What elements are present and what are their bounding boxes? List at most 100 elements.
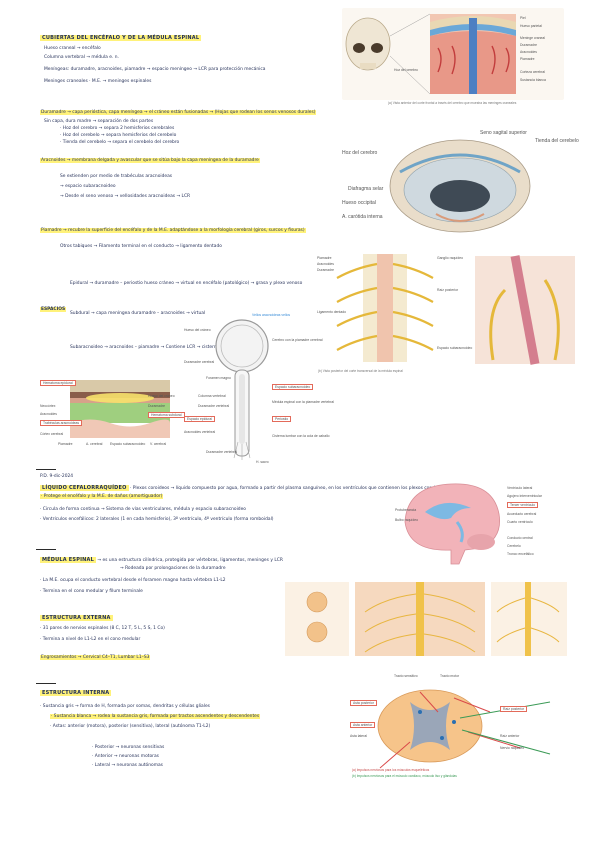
fig-label: Hueso parietal <box>520 24 542 28</box>
note-line: · La M.E. ocupa el conducto vertebral de… <box>40 578 226 583</box>
note-line: · Tienda del cerebelo → separa el cerebe… <box>60 140 180 145</box>
fig-label: Neocórtex <box>40 404 56 408</box>
fig-label: Córtex cerebral <box>40 432 64 436</box>
note-line: → Desde el seno venoso → vellosidades ar… <box>60 194 191 199</box>
note-line: · Anterior → neuronas motoras <box>92 754 159 759</box>
fig-label: Aracnoides <box>520 50 537 54</box>
note-line: · Circula de forma continua → Sistema de… <box>40 507 246 512</box>
fig-label: Agujero interventricular <box>507 494 542 498</box>
note-line: → Rodeada por prolongaciones de la duram… <box>120 566 226 571</box>
brain-illustration <box>404 483 500 565</box>
note-line: → espacio subaracnoideo <box>60 184 116 189</box>
fig-label: H. sacro <box>256 460 269 464</box>
fig-label-boxed: Hematoma subdural <box>148 412 185 418</box>
fig-label: V. cerebral <box>150 442 167 446</box>
fig-label: A. cerebral <box>86 442 103 446</box>
section-title-cubiertas: CUBIERTAS DEL ENCÉFALO Y DE LA MÉDULA ES… <box>40 35 202 41</box>
fig-label: Tracto motor <box>440 674 460 678</box>
note-line: Meninges craneales · M.E. → meninges esp… <box>44 79 152 84</box>
note-line: · Hoz del cerebro → separa 2 hemisferios… <box>60 126 175 131</box>
figure-dura-septa: Seno sagital superior Tienda del cerebel… <box>340 128 579 238</box>
note-line-highlight: Aracnoides → membrana delgada y avascula… <box>40 158 260 164</box>
fig-label: Meninge craneal <box>520 36 546 40</box>
note-line: · Posterior → neuronas sensitivas <box>92 745 165 750</box>
note-line-highlight: · Protege el encéfalo y la M.E. de daños… <box>40 494 164 500</box>
fig-label: Piamadre <box>317 256 332 260</box>
fig-label: Ventrículo lateral <box>507 486 533 490</box>
fig-label: Nervio raquídeo <box>500 746 525 750</box>
note-line: · Sustancia gris → forma de H, formada p… <box>40 704 210 709</box>
note-line: Hueso craneal → encéfalo <box>44 46 101 51</box>
note-line: · 31 pares de nervios espinales (8 C, 12… <box>40 626 165 631</box>
espacios-label: ESPACIOS <box>40 307 67 313</box>
fig-label: Aracnoides <box>317 262 334 266</box>
note-text: · Protege el encéfalo y la M.E. de daños… <box>40 494 164 499</box>
fig-label: Corteza cerebral <box>520 70 546 74</box>
figure-csf-sketch: Hueso del cráneo Cerebro con la piamadre… <box>180 312 334 472</box>
fig-label: Cerebelo <box>507 544 521 548</box>
fig-caption: (a) Impulsos nerviosos para los músculos… <box>352 768 430 772</box>
divider <box>36 469 56 470</box>
spinal-overview-illustration <box>285 582 567 656</box>
fig-label: Foramen magno <box>206 376 231 380</box>
divider <box>36 683 56 684</box>
fig-label: Cerebro con la piamadre cerebral <box>272 338 323 342</box>
fig-label: A. carótida interna <box>342 214 383 220</box>
csf-sketch-illustration <box>215 319 269 460</box>
section-title-externa: ESTRUCTURA EXTERNA <box>40 615 113 621</box>
section-title-interna: ESTRUCTURA INTERNA <box>40 690 112 696</box>
fig-label-boxed: Periostio <box>272 416 292 422</box>
note-text: Engrosamientos → Cervical C4–T1, Lumbar … <box>40 655 151 660</box>
fig-label: Conducto central <box>507 536 533 540</box>
fig-label: Duramadre cerebral <box>184 360 215 364</box>
fig-label: Piamadre <box>58 442 73 446</box>
liquido-title-line: LÍQUIDO CEFALORRAQUÍDEO · Plexos coroide… <box>40 485 445 492</box>
figure-brain-ventricles: Ventrículo lateral Agujero interventricu… <box>395 478 565 568</box>
note-line: Meníngeas: duramadre, aracnoides, piamad… <box>44 67 266 72</box>
fig-label-boxed: Hematoma epidural <box>40 380 76 386</box>
note-text: → es una estructura cilíndrica, protegid… <box>97 558 283 563</box>
note-line: · Lateral → neuronas autónomas <box>92 763 163 768</box>
note-text: ESPACIOS <box>40 307 67 312</box>
divider <box>36 549 56 550</box>
figure-spinal-meninges: Piamadre Aracnoides Duramadre Ganglio ra… <box>315 250 583 368</box>
fig-label: Duramadre vertebral <box>206 450 238 454</box>
medula-title-line: MÉDULA ESPINAL → es una estructura cilín… <box>40 557 283 564</box>
fig-label: Hueso occipital <box>342 200 376 206</box>
fig-label: Tracto sensitivo <box>394 674 418 678</box>
fig-label: Columna vertebral <box>198 394 226 398</box>
note-line-highlight: Piamadre → recubre la superficie del enc… <box>40 228 306 234</box>
fig-label-boxed: Raíz posterior <box>500 706 528 712</box>
figure-cord-cross-section: Tracto sensitivo Tracto motor Asta poste… <box>350 672 568 782</box>
fig-label: Médula espinal con la piamadre vertebral <box>272 400 335 404</box>
fig-label: Cisterna lumbar con la cola de caballo <box>272 434 330 438</box>
fig-label: Hueso del cráneo <box>184 328 211 332</box>
fig-label-boxed: Asta anterior <box>350 722 376 728</box>
fig-label: Duramadre <box>148 404 165 408</box>
note-line: · Termina en el cono medular y filum ter… <box>40 589 143 594</box>
meninges-illustration <box>345 13 516 95</box>
note-text: Piamadre → recubre la superficie del enc… <box>40 228 306 233</box>
fig-label: Raíz anterior <box>500 734 520 738</box>
note-text: · Sustancia blanca → rodea la sustancia … <box>50 714 261 719</box>
note-line: Sin capa, dura madre → separación de dos… <box>44 119 154 124</box>
fig-label: Asta lateral <box>350 734 367 738</box>
section-title-liquido: LÍQUIDO CEFALORRAQUÍDEO <box>40 485 129 491</box>
fig-label: Ligamento dentado <box>317 310 347 314</box>
note-text: · Plexos coroideos → líquido compuesto p… <box>129 486 446 491</box>
note-text: Duramadre → capa perióstica, capa meníng… <box>40 110 317 115</box>
externa-title-line: ESTRUCTURA EXTERNA <box>40 615 113 622</box>
sketch-hint: Vellos aracnoideas vellos <box>252 313 291 317</box>
fig-label: Aracnoides vertebral <box>184 430 216 434</box>
note-line: · Astas: anterior (motora), posterior (s… <box>50 724 211 729</box>
fig-label-boxed: Espacio epidural <box>184 416 216 422</box>
fig-label: Duramadre <box>317 268 334 272</box>
fig-label: Protuberancia <box>395 508 417 512</box>
fig-label: Seno sagital superior <box>480 130 527 136</box>
fig-label-boxed: Espacio subaracnoideo <box>272 384 314 390</box>
dura-illustration <box>389 139 531 233</box>
figure-meninges-frontal: Piel Hueso parietal Meninge craneal Dura… <box>342 8 564 100</box>
fig-label: Hoz del cerebro <box>342 150 378 156</box>
note-line-highlight: Duramadre → capa perióstica, capa meníng… <box>40 110 317 116</box>
fig-label-boxed: Tercer ventrículo <box>507 502 539 508</box>
